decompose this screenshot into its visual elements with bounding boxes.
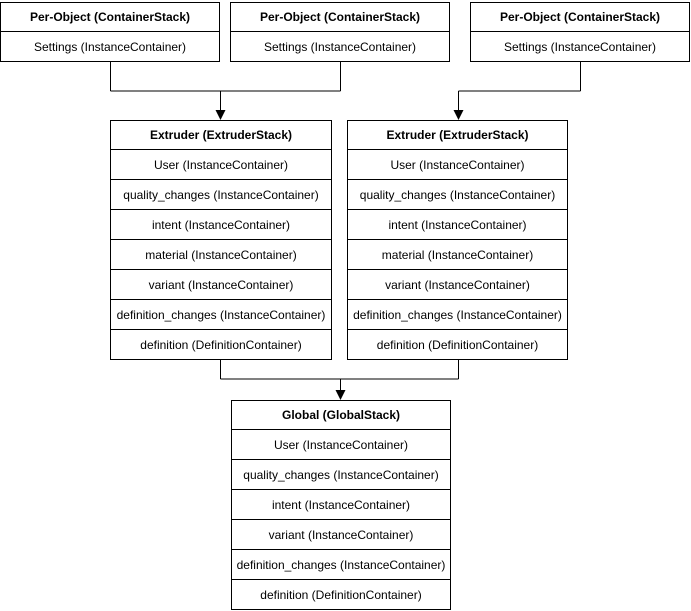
global-title: Global (GlobalStack) [281,408,401,422]
global-stack: Global (GlobalStack) User (InstanceConta… [231,400,451,610]
per-object-stack-3: Per-Object (ContainerStack) Settings (In… [470,2,690,62]
per-object-3-row-settings: Settings (InstanceContainer) [471,31,689,61]
global-row-variant: variant (InstanceContainer) [232,519,450,549]
extruder-1-title: Extruder (ExtruderStack) [149,128,293,142]
extruder-2-row-quality-changes: quality_changes (InstanceContainer) [348,179,567,209]
per-object-1-title: Per-Object (ContainerStack) [29,10,191,24]
extruder-2-row-definition-changes: definition_changes (InstanceContainer) [348,299,567,329]
global-row-definition: definition (DefinitionContainer) [232,579,450,609]
per-object-stack-1: Per-Object (ContainerStack) Settings (In… [0,2,220,62]
extruder-stack-2: Extruder (ExtruderStack) User (InstanceC… [347,120,568,360]
extruder-2-row-material: material (InstanceContainer) [348,239,567,269]
extruder-1-row-definition-changes: definition_changes (InstanceContainer) [111,299,331,329]
arrowhead-down-icon [335,390,346,400]
per-object-2-title: Per-Object (ContainerStack) [259,10,421,24]
extruder-2-row-intent: intent (InstanceContainer) [348,209,567,239]
extruder-2-row-variant: variant (InstanceContainer) [348,269,567,299]
arrowhead-down-icon [215,110,226,120]
extruder-1-row-intent: intent (InstanceContainer) [111,209,331,239]
per-object-stack-2: Per-Object (ContainerStack) Settings (In… [230,2,450,62]
global-row-definition-changes: definition_changes (InstanceContainer) [232,549,450,579]
per-object-2-row-settings: Settings (InstanceContainer) [231,31,449,61]
extruder-2-title: Extruder (ExtruderStack) [386,128,529,142]
extruder-1-row-definition: definition (DefinitionContainer) [111,329,331,359]
connector-extruders-to-global [220,360,459,391]
arrowhead-down-icon [453,110,464,120]
per-object-1-row-settings: Settings (InstanceContainer) [1,31,219,61]
per-object-3-title: Per-Object (ContainerStack) [499,10,661,24]
global-row-quality-changes: quality_changes (InstanceContainer) [232,459,450,489]
extruder-1-row-material: material (InstanceContainer) [111,239,331,269]
extruder-stack-1: Extruder (ExtruderStack) User (InstanceC… [110,120,332,360]
global-row-intent: intent (InstanceContainer) [232,489,450,519]
extruder-1-row-user: User (InstanceContainer) [111,149,331,179]
global-row-user: User (InstanceContainer) [232,429,450,459]
extruder-2-row-user: User (InstanceContainer) [348,149,567,179]
extruder-1-row-variant: variant (InstanceContainer) [111,269,331,299]
connector-perobjects-to-extruder-1 [110,62,341,111]
connector-perobject-to-extruder-2 [458,62,581,111]
extruder-2-row-definition: definition (DefinitionContainer) [348,329,567,359]
extruder-1-row-quality-changes: quality_changes (InstanceContainer) [111,179,331,209]
